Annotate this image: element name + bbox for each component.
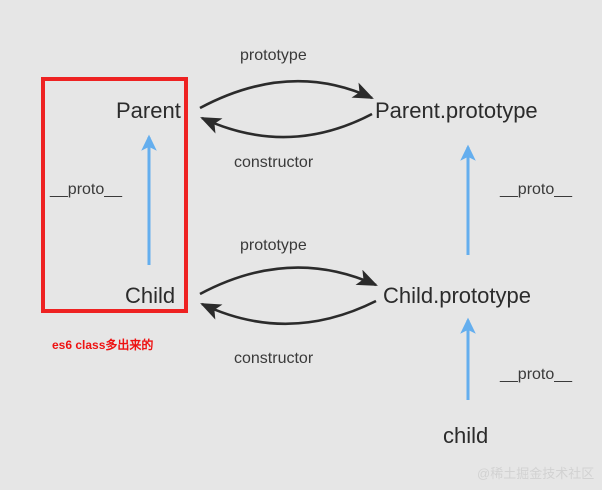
edge-label-prototype-top: prototype [240, 47, 307, 64]
node-label-child-prototype: Child.prototype [383, 283, 531, 308]
edge-label-constructor-top: constructor [234, 154, 314, 171]
edge-child-prototype [199, 266, 378, 296]
node-label-child: Child [125, 283, 176, 308]
proto-label-upper-right: __proto__ [500, 181, 573, 198]
proto-label-left: __proto__ [50, 181, 123, 198]
edge-parent-constructor [200, 112, 373, 139]
node-label-parent: Parent [116, 98, 181, 123]
edge-parent-prototype [199, 79, 374, 110]
watermark: @稀土掘金技术社区 [477, 466, 595, 481]
proto-label-lower-right: __proto__ [500, 366, 573, 383]
es6-class-group-box [41, 77, 188, 313]
edge-label-constructor-bottom: constructor [234, 350, 314, 367]
edge-child-constructor [200, 299, 377, 326]
edge-label-prototype-bottom: prototype [240, 237, 307, 254]
node-label-child-instance: child [443, 423, 489, 448]
es6-class-annotation: es6 class多出来的 [52, 338, 154, 352]
node-label-parent-prototype: Parent.prototype [375, 98, 538, 123]
